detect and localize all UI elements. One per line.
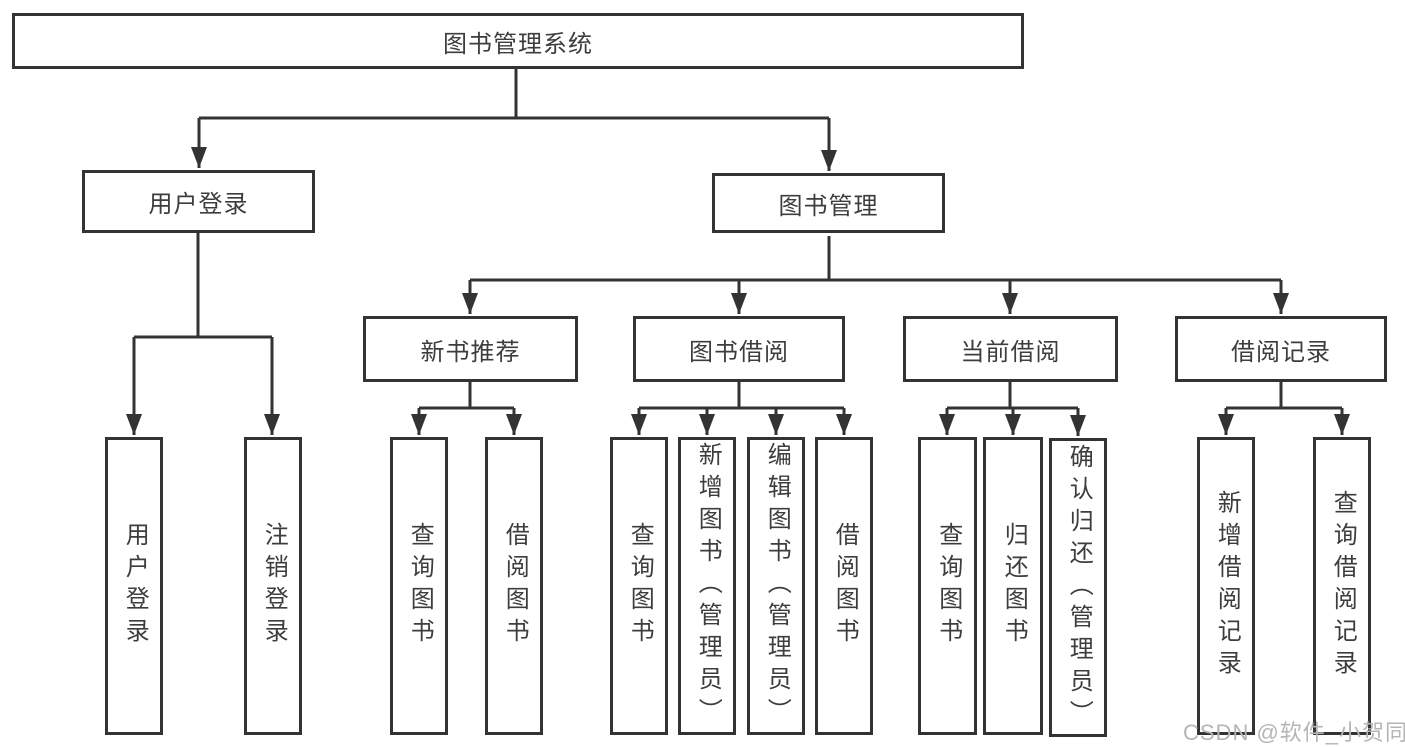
node-label: 注销登录 — [260, 522, 288, 650]
leaf-logout-login: 注销登录 — [244, 437, 302, 735]
node-label: 借阅图书 — [831, 522, 859, 650]
csdn-watermark: CSDN @软件_小贺同学 — [1183, 720, 1405, 745]
leaf-query-borrow-record: 查询借阅记录 — [1313, 437, 1371, 735]
node-label: 图书管理系统 — [443, 30, 593, 58]
node-user-login: 用户登录 — [82, 170, 315, 233]
node-book-borrowing: 图书借阅 — [633, 316, 845, 382]
leaf-edit-book-admin: 编辑图书（管理员） — [747, 437, 805, 735]
leaf-add-book-admin: 新增图书（管理员） — [678, 437, 736, 735]
node-label: 新增借阅记录 — [1213, 490, 1241, 682]
node-new-book-recommend: 新书推荐 — [363, 316, 578, 382]
leaf-user-login: 用户登录 — [105, 437, 163, 735]
node-label: 借阅图书 — [501, 522, 529, 650]
leaf-query-books-recommend: 查询图书 — [390, 437, 448, 735]
leaf-borrow-books-borrowing: 借阅图书 — [815, 437, 873, 735]
node-label: 编辑图书（管理员） — [763, 442, 791, 730]
node-label: 查询图书 — [406, 522, 434, 650]
node-label: 新增图书（管理员） — [694, 442, 722, 730]
node-label: 查询图书 — [626, 522, 654, 650]
node-current-borrowing: 当前借阅 — [903, 316, 1118, 382]
leaf-confirm-return-admin: 确认归还（管理员） — [1049, 438, 1107, 737]
node-label: 查询借阅记录 — [1329, 490, 1357, 682]
node-label: 图书管理 — [778, 192, 879, 220]
node-label: 图书借阅 — [689, 338, 789, 366]
leaf-return-books: 归还图书 — [983, 437, 1043, 735]
leaf-query-books-borrowing: 查询图书 — [610, 437, 668, 735]
node-label: 借阅记录 — [1231, 338, 1331, 366]
node-borrowing-records: 借阅记录 — [1175, 316, 1387, 382]
node-label: 新书推荐 — [420, 338, 521, 366]
node-label: 用户登录 — [148, 191, 249, 218]
leaf-query-books-current: 查询图书 — [918, 437, 977, 735]
node-label: 当前借阅 — [960, 338, 1061, 366]
node-root-library-management-system: 图书管理系统 — [12, 13, 1024, 69]
leaf-add-borrow-record: 新增借阅记录 — [1197, 437, 1255, 735]
node-book-management: 图书管理 — [712, 173, 945, 233]
node-label: 归还图书 — [1000, 522, 1028, 650]
node-label: 用户登录 — [121, 522, 149, 650]
leaf-borrow-books-recommend: 借阅图书 — [485, 437, 543, 735]
node-label: 确认归还（管理员） — [1065, 443, 1093, 732]
node-label: 查询图书 — [934, 522, 962, 650]
